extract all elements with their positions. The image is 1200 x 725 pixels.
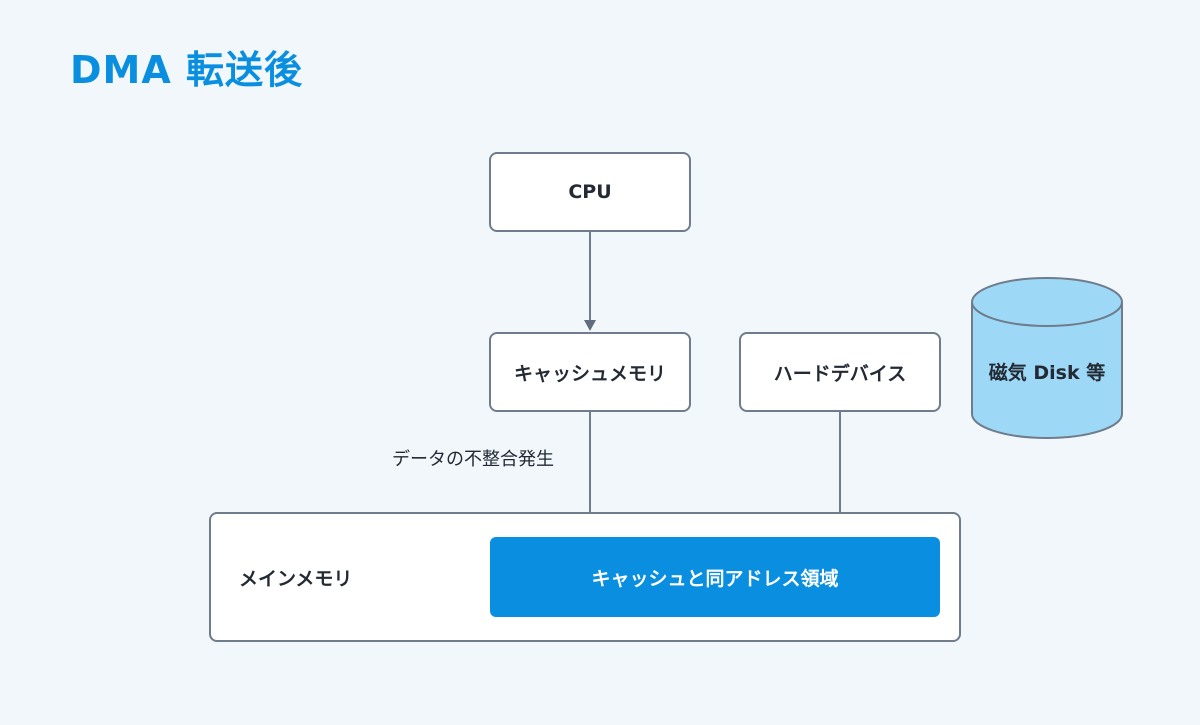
disk-cylinder-shape [971,277,1123,439]
inconsistency-edge-label: データの不整合発生 [392,449,554,470]
cache-region-node: キャッシュと同アドレス領域 [490,537,940,617]
disk-label: 磁気 Disk 等 [988,361,1106,384]
main-memory-label: メインメモリ [239,567,353,590]
cache-memory-node: キャッシュメモリ [489,332,691,412]
hard-device-node: ハードデバイス [739,332,941,412]
cpu-label: CPU [568,181,612,203]
arrowhead-cpu-to-cache [584,320,596,331]
cpu-node: CPU [489,152,691,232]
page-title: DMA 転送後 [70,48,303,92]
cache-memory-label: キャッシュメモリ [513,362,666,385]
hard-device-label: ハードデバイス [773,362,907,385]
cache-region-label: キャッシュと同アドレス領域 [591,567,839,590]
